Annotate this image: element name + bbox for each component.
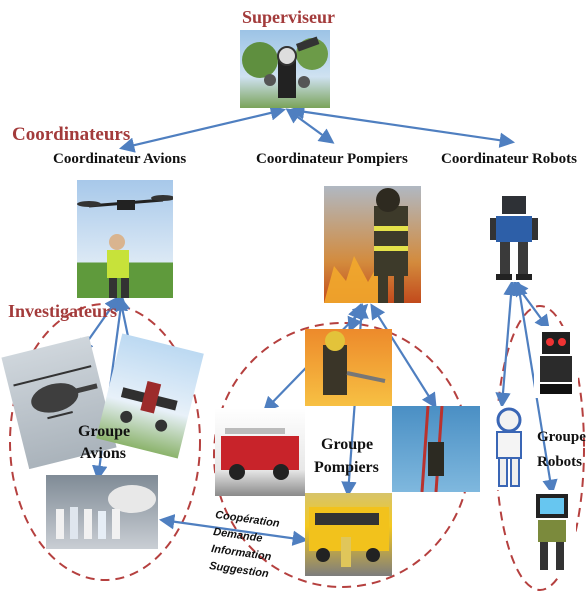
coord-pompiers-label: Coordinateur Pompiers [256,151,408,167]
coord-robots-photo [488,192,540,282]
arrow-cooperation [158,514,309,546]
coord-pompiers-photo [324,186,421,303]
coord-avions-photo [77,180,173,298]
arrow-robots-2 [495,279,519,409]
rescue-team-icon [56,485,156,539]
coord-avions-label: Coordinateur Avions [53,151,187,167]
firefighter-hose-photo [305,329,392,406]
nao-robot-photo [487,406,531,490]
groupe-robots-label-2: Robots [537,454,583,470]
helicopter-icon [13,365,98,420]
screen-robot-icon [536,494,568,570]
airplane-photo [96,333,204,459]
drone-icon [77,195,173,298]
toy-robot-icon [540,332,572,394]
screen-robot-photo [528,490,576,576]
fire-hose-icon [323,331,386,395]
school-bus-icon [309,507,389,567]
fire-truck-photo [215,408,305,496]
school-bus-photo [305,493,392,576]
groupe-robots-label-1: Groupe [537,429,586,445]
humanoid-robot-icon [490,196,538,280]
toy-robot-photo [534,326,578,398]
helicopter-photo [1,335,117,470]
superviseur-photo [240,30,330,108]
nao-robot-icon [496,407,522,487]
firefighter-icon [324,188,408,303]
coord-robots-label: Coordinateur Robots [441,151,577,167]
superviseur-label: Superviseur [242,7,336,27]
groupe-avions-label-1: Groupe [78,423,131,440]
surveillance-robot-icon [242,36,328,98]
investigateurs-label: Investigateurs [8,301,117,321]
rescue-team-photo [46,475,158,549]
groupe-avions-ellipse [9,303,201,581]
coordinateurs-label: Coordinateurs [12,124,131,145]
groupe-pompiers-label-2: Pompiers [314,459,379,476]
ladder-icon [420,406,444,492]
arrow-super-avions [119,105,286,153]
arrow-super-robots [288,104,516,148]
groupe-pompiers-label-1: Groupe [321,436,374,453]
firefighter-ladder-photo [392,406,480,492]
fire-truck-icon [221,428,299,480]
arrow-pompiers-3 [370,303,437,409]
airplane-icon [120,380,178,432]
groupe-avions-label-2: Avions [80,445,126,462]
